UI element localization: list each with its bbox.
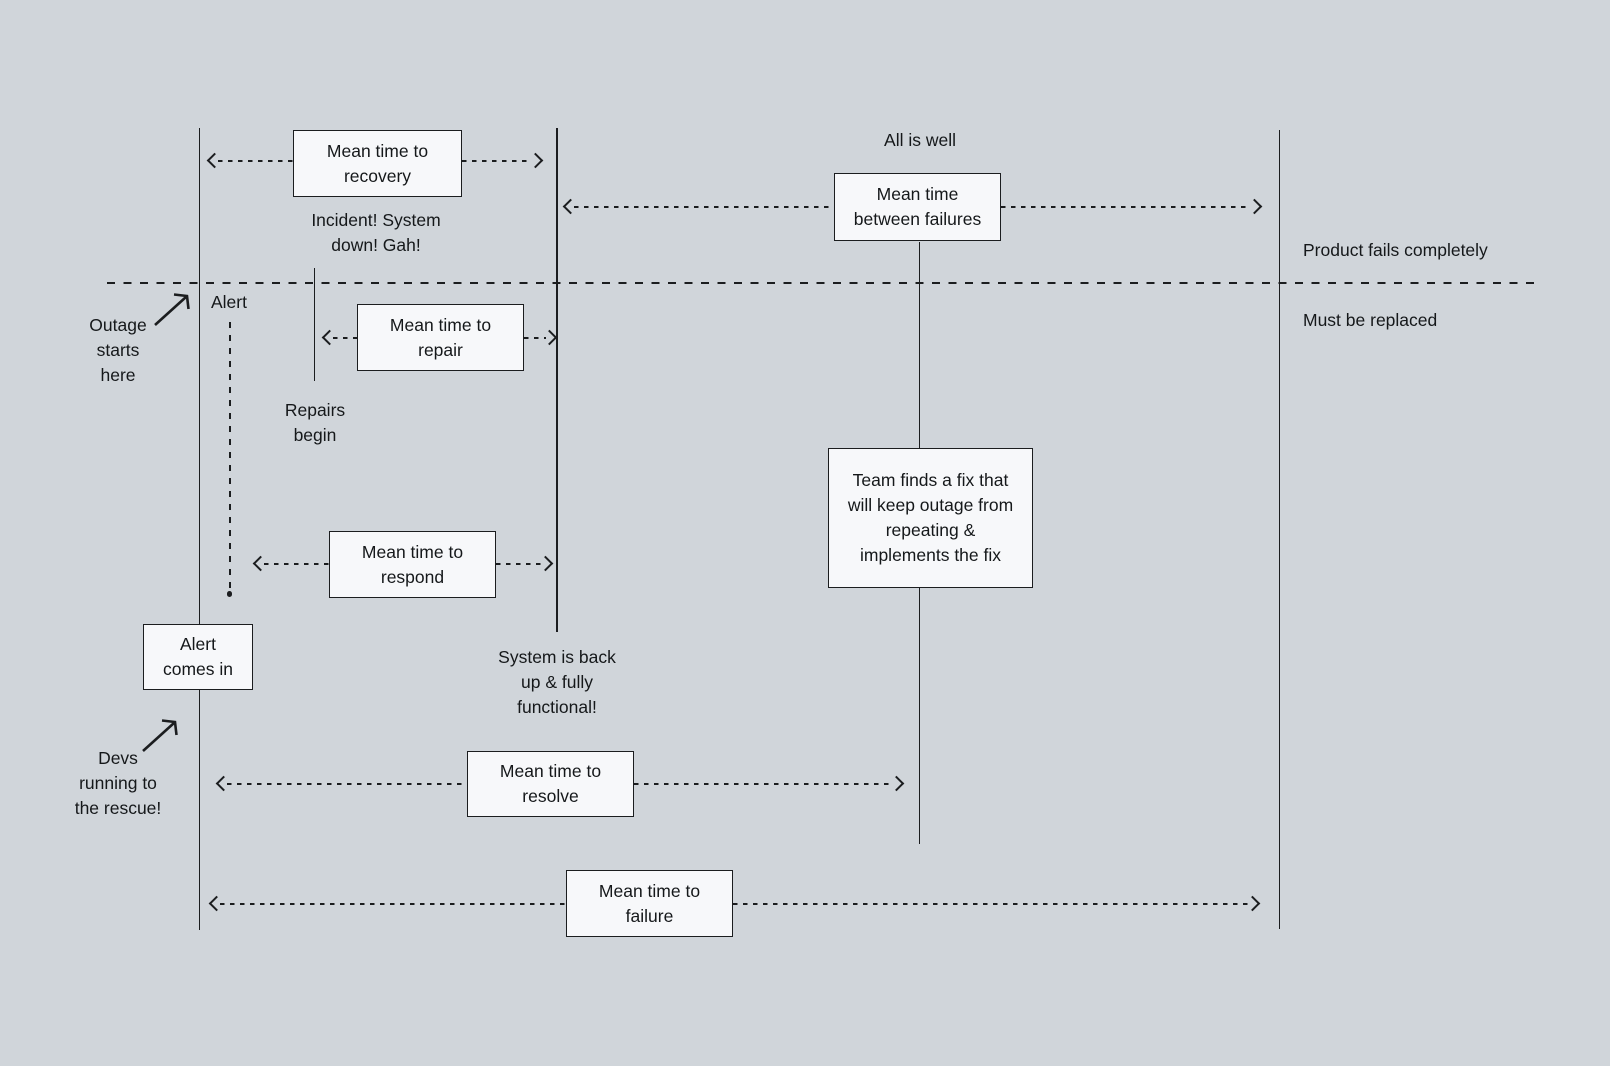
must-be-replaced-label: Must be replaced bbox=[1303, 310, 1438, 330]
product-fails-label: Product fails completely bbox=[1303, 240, 1488, 260]
respond-arrow-left-line bbox=[264, 563, 329, 566]
recovery-arrow-left-line bbox=[218, 160, 293, 163]
incident-label: Incident! System down! Gah! bbox=[311, 210, 441, 255]
respond-arrowhead-right-icon bbox=[537, 555, 554, 572]
mean-time-to-resolve-box: Mean time to resolve bbox=[467, 751, 634, 817]
outage-start-line bbox=[198, 128, 201, 930]
failure-arrow-left-line bbox=[220, 903, 566, 906]
repairs-begin-tick bbox=[313, 268, 316, 381]
recovery-arrowhead-right-icon bbox=[527, 152, 544, 169]
mtbf-arrowhead-right-icon bbox=[1246, 198, 1263, 215]
mean-time-to-respond-box: Mean time to respond bbox=[329, 531, 496, 598]
repair-arrow-right-line bbox=[524, 337, 546, 340]
alert-label: Alert bbox=[211, 292, 247, 312]
mean-time-to-failure-box: Mean time to failure bbox=[566, 870, 733, 937]
resolve-arrow-left-line bbox=[227, 783, 467, 786]
repair-arrowhead-left-icon bbox=[321, 329, 338, 346]
resolve-arrowhead-right-icon bbox=[888, 775, 905, 792]
failure-arrowhead-right-icon bbox=[1244, 895, 1261, 912]
devs-running-label: Devs running to the rescue! bbox=[74, 748, 162, 818]
repair-arrow-left-line bbox=[333, 337, 357, 340]
alert-line-end-dot bbox=[226, 591, 232, 597]
system-restored-line bbox=[556, 128, 558, 632]
all-is-well-label: All is well bbox=[884, 130, 956, 150]
system-back-up-label: System is back up & fully functional! bbox=[498, 647, 616, 717]
product-fails-line bbox=[1278, 130, 1281, 929]
mtbf-arrow-right-line bbox=[1001, 206, 1251, 209]
alert-comes-in-box: Alert comes in bbox=[143, 624, 253, 690]
alert-dotted-line bbox=[229, 322, 231, 588]
up-right-arrow-icon bbox=[154, 293, 190, 326]
respond-arrowhead-left-icon bbox=[252, 555, 269, 572]
recovery-arrow-right-line bbox=[462, 160, 532, 163]
repairs-begin-label: Repairs begin bbox=[284, 400, 346, 445]
mtbf-arrowhead-left-icon bbox=[562, 198, 579, 215]
team-finds-fix-box: Team finds a fix that will keep outage f… bbox=[828, 448, 1033, 588]
failure-arrowhead-left-icon bbox=[208, 895, 225, 912]
mean-time-to-repair-box: Mean time to repair bbox=[357, 304, 524, 371]
outage-starts-here-label: Outage starts here bbox=[89, 315, 147, 385]
up-right-arrow-icon bbox=[142, 719, 178, 752]
mean-time-between-failures-box: Mean time between failures bbox=[834, 173, 1001, 241]
timeline-dashed-line bbox=[107, 282, 1542, 284]
failure-arrow-right-line bbox=[733, 903, 1249, 906]
mtbf-arrow-left-line bbox=[574, 206, 834, 209]
recovery-arrowhead-left-icon bbox=[206, 152, 223, 169]
resolve-arrow-right-line bbox=[634, 783, 893, 786]
resolve-arrowhead-left-icon bbox=[215, 775, 232, 792]
respond-arrow-right-line bbox=[496, 563, 542, 566]
mean-time-to-recovery-box: Mean time to recovery bbox=[293, 130, 462, 197]
repair-arrowhead-right-icon bbox=[541, 329, 558, 346]
